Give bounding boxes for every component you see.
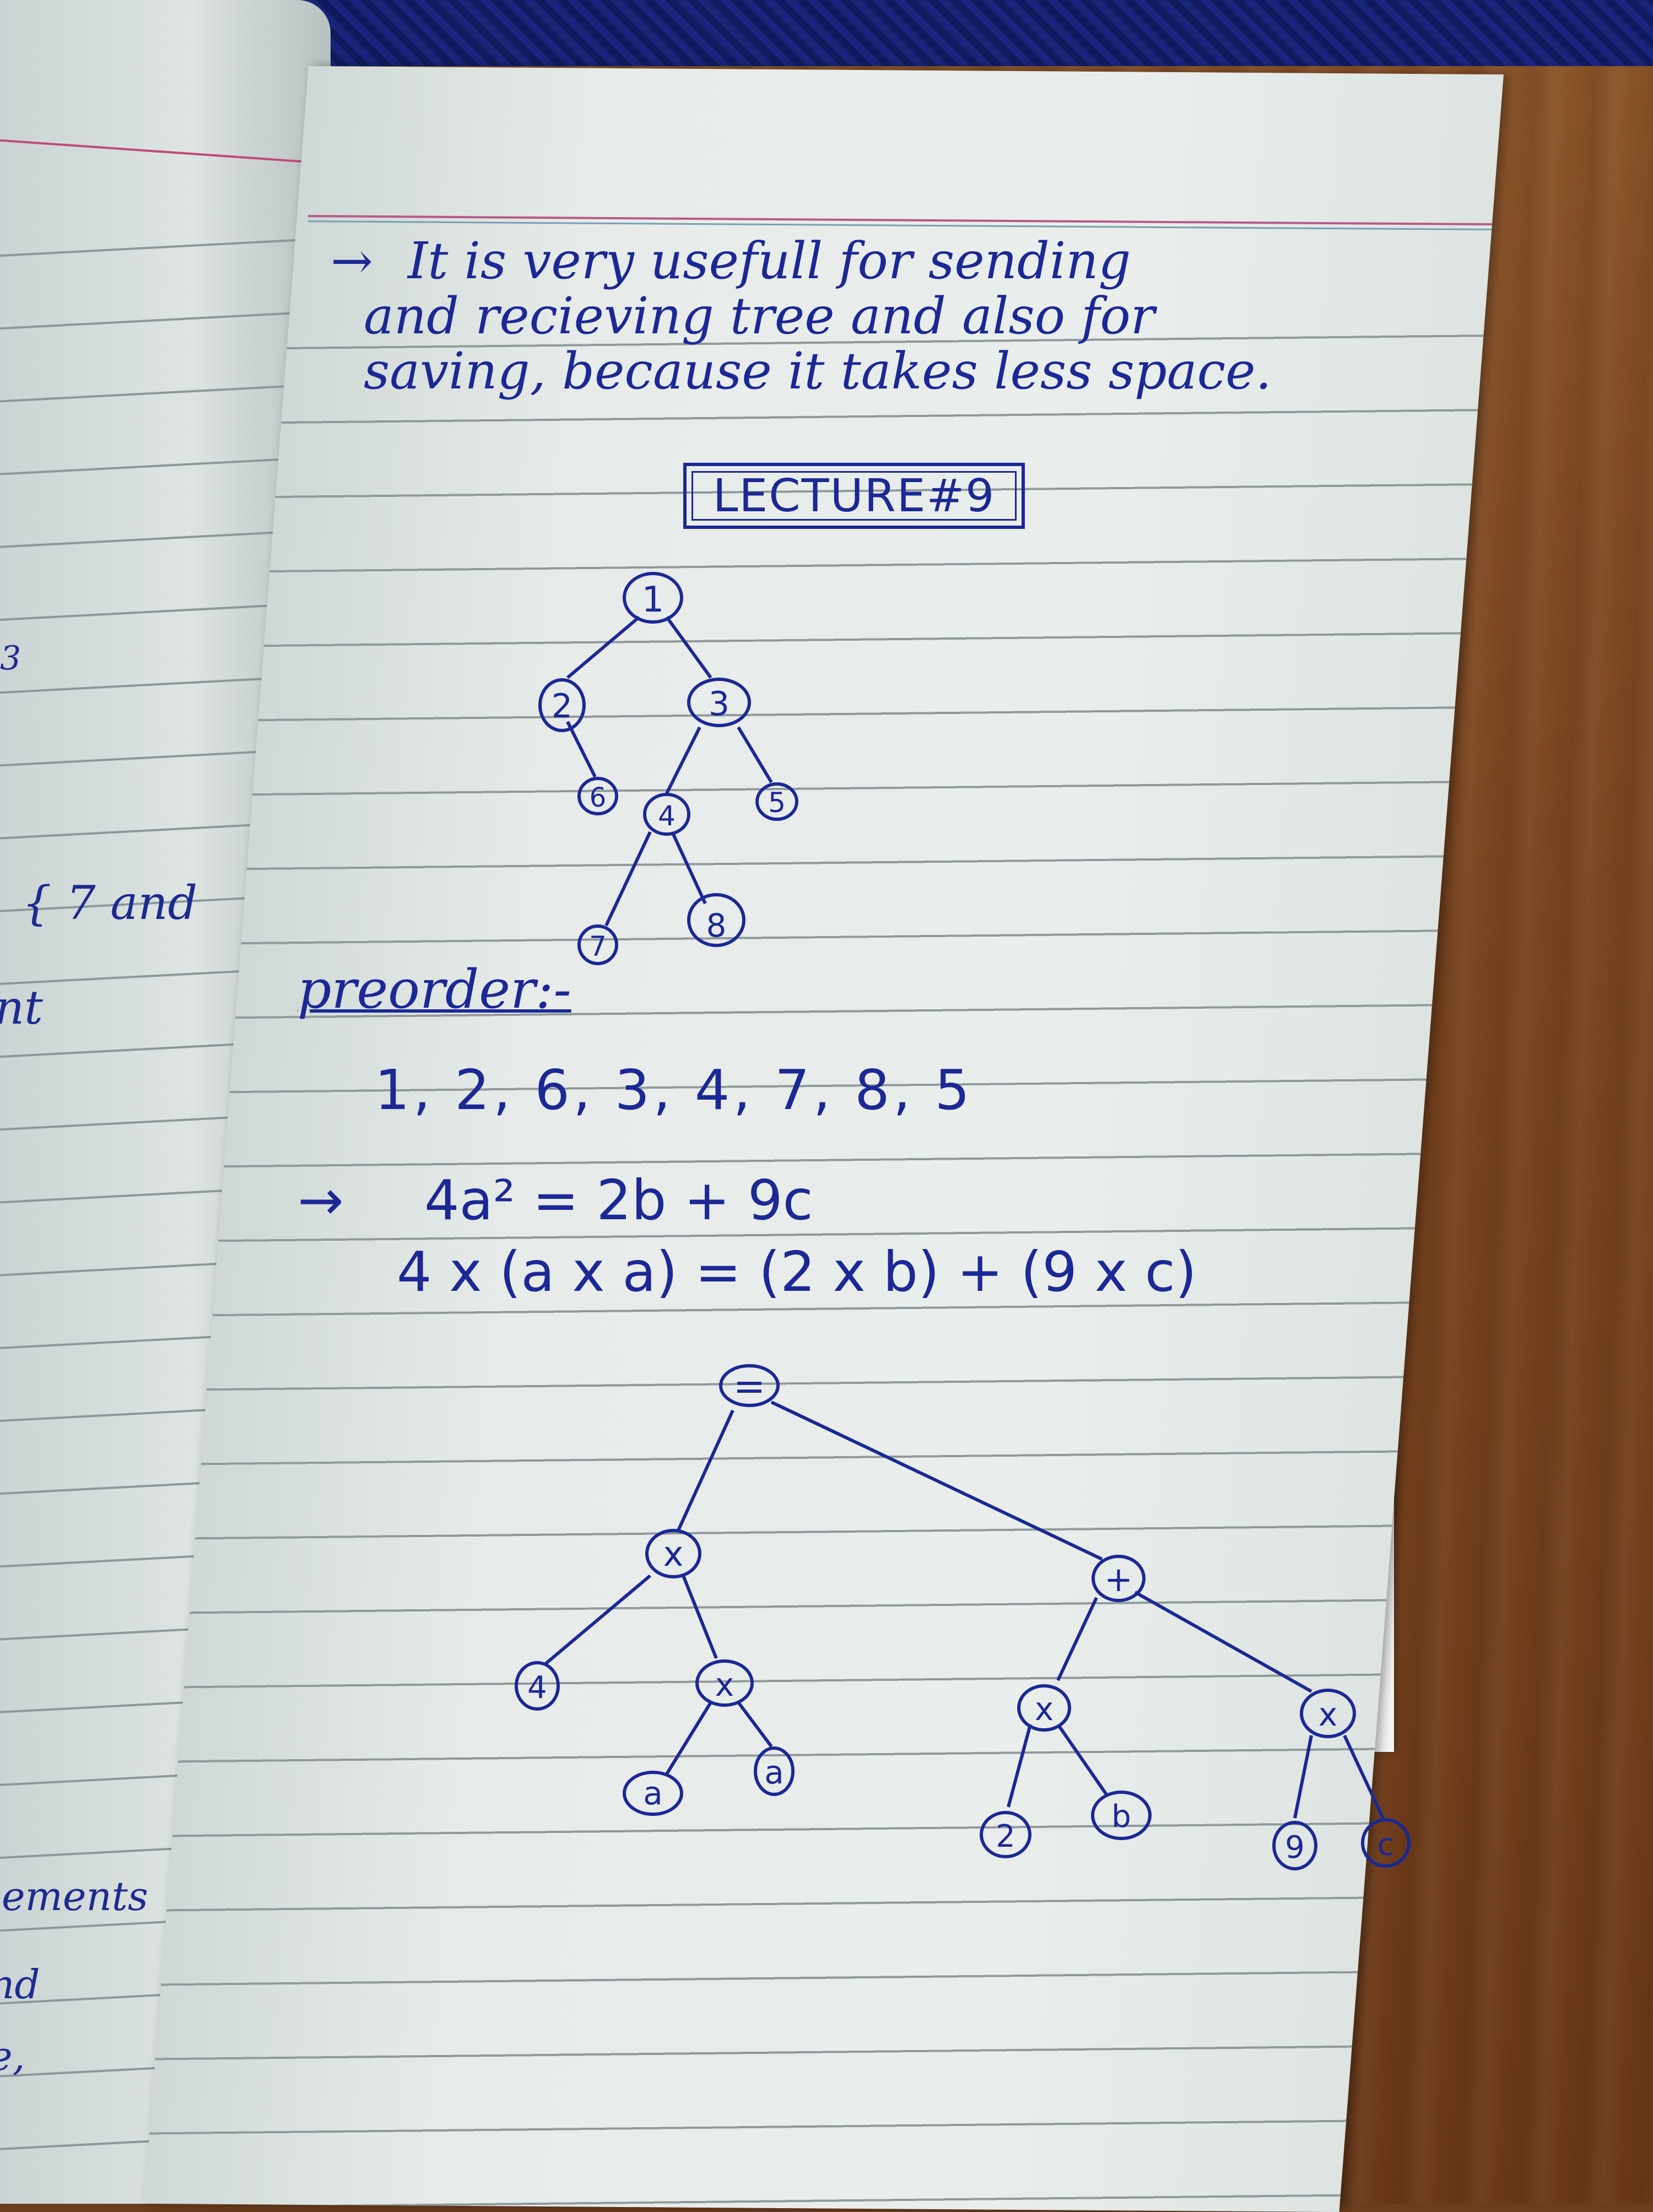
- tree1-node: 7: [577, 924, 618, 965]
- note-arrow: →: [331, 231, 374, 290]
- tree1-node: 1: [623, 572, 683, 624]
- tree2-node: x: [1300, 1689, 1356, 1738]
- left-fragment: nt: [0, 981, 43, 1035]
- tree1-node: 4: [643, 793, 690, 836]
- tree2-node: b: [1091, 1791, 1152, 1840]
- svg-text:9: 9: [1285, 1830, 1305, 1865]
- note-line-1: It is very usefull for sending: [408, 231, 1131, 290]
- left-fragment: { 7 and: [22, 876, 198, 930]
- tree1-node: 6: [577, 777, 618, 815]
- left-fragment: nd: [0, 1961, 40, 2008]
- svg-text:=: =: [733, 1364, 766, 1409]
- tree2-node: =: [719, 1364, 780, 1409]
- tree2-node: x: [1017, 1684, 1071, 1732]
- expression-line-2: 4 x (a x a) = (2 x b) + (9 x c): [397, 1240, 1197, 1304]
- svg-text:x: x: [663, 1534, 684, 1574]
- note-line-3: saving, because it takes less space.: [364, 342, 1272, 401]
- svg-text:2: 2: [996, 1819, 1015, 1854]
- svg-text:4: 4: [658, 800, 676, 832]
- tree1-node: 5: [755, 782, 798, 821]
- svg-text:a: a: [764, 1754, 784, 1791]
- expression-line-1: 4a² = 2b + 9c: [424, 1168, 813, 1232]
- preorder-sequence: 1, 2, 6, 3, 4, 7, 8, 5: [375, 1058, 974, 1122]
- left-fragment: lements: [0, 1873, 148, 1919]
- svg-text:x: x: [715, 1666, 734, 1703]
- tree2-node: 4: [515, 1661, 560, 1711]
- expression-arrow: →: [298, 1168, 344, 1232]
- tree2-edges: [544, 1400, 1385, 1819]
- svg-text:8: 8: [706, 907, 727, 944]
- svg-text:b: b: [1111, 1799, 1131, 1835]
- tree2-node: 9: [1272, 1821, 1317, 1870]
- svg-text:3: 3: [709, 685, 730, 723]
- tree1-edges: [566, 615, 773, 927]
- svg-text:x: x: [1035, 1690, 1054, 1728]
- svg-text:1: 1: [642, 580, 665, 620]
- tree1-node: 2: [538, 678, 586, 732]
- tree1-node: 8: [687, 893, 746, 947]
- note-line-2: and recieving tree and also for: [364, 286, 1155, 345]
- tree1-node: 3: [687, 678, 751, 727]
- tree2-node: a: [754, 1746, 795, 1796]
- svg-text:2: 2: [552, 687, 572, 726]
- tree2-node: c: [1361, 1818, 1411, 1868]
- tree2-node: +: [1092, 1555, 1146, 1602]
- tree2-node: x: [695, 1659, 754, 1707]
- tree2-node: 2: [980, 1811, 1031, 1858]
- tree2-node: a: [623, 1771, 683, 1816]
- left-fragment: e,: [0, 2033, 25, 2079]
- tree2-node: x: [645, 1529, 701, 1578]
- lecture-heading: LECTURE#9: [683, 463, 1025, 529]
- svg-text:4: 4: [527, 1670, 547, 1706]
- svg-text:5: 5: [768, 787, 786, 819]
- svg-text:a: a: [643, 1775, 663, 1812]
- svg-text:c: c: [1378, 1827, 1395, 1863]
- preorder-label: preorder:-: [298, 959, 571, 1020]
- svg-text:x: x: [1319, 1696, 1337, 1733]
- svg-text:7: 7: [589, 931, 607, 962]
- svg-text:+: +: [1104, 1559, 1133, 1599]
- left-fragment: 3: [0, 639, 21, 678]
- svg-text:6: 6: [590, 782, 607, 813]
